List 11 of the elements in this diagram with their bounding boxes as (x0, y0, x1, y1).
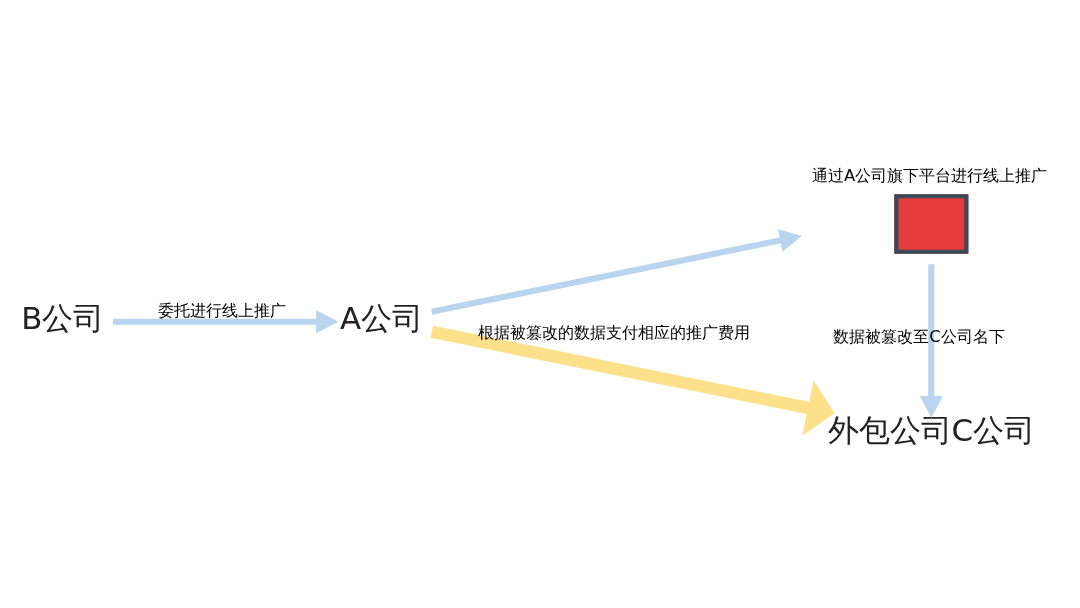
arrow (919, 263, 943, 418)
edge-label: 数据被篡改至C公司名下 (833, 326, 1005, 346)
arrow (431, 228, 802, 315)
node-text: A公司 (340, 299, 424, 336)
node-label: 通过A公司旗下平台进行线上推广 (812, 165, 1048, 185)
node-text: 外包公司C公司 (827, 411, 1036, 448)
edge-label: 委托进行线上推广 (158, 300, 287, 320)
node-text: B公司 (21, 299, 105, 336)
edge-label: 根据被篡改的数据支付相应的推广费用 (477, 322, 750, 342)
arrow (430, 325, 835, 436)
arrow (112, 309, 339, 333)
